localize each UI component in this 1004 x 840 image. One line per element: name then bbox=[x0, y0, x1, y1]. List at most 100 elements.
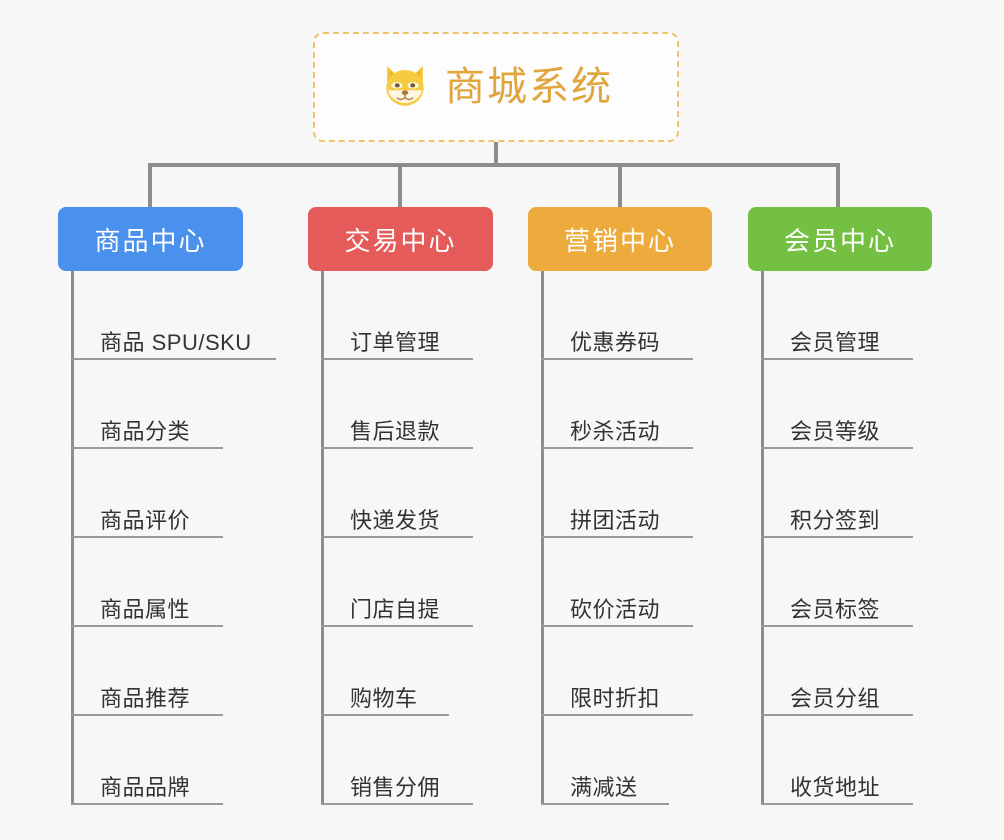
root-node-mall-system[interactable]: 商城系统 bbox=[313, 32, 679, 142]
connector-root-stem bbox=[494, 142, 498, 166]
branch-column-member-center: 会员中心 会员管理 会员等级 积分签到 会员标签 会员分组 bbox=[748, 207, 968, 805]
leaf-label: 限时折扣 bbox=[570, 686, 661, 711]
leaf-rule bbox=[71, 625, 223, 627]
leaf-label: 商品评价 bbox=[100, 508, 191, 533]
leaf-rule bbox=[761, 447, 913, 449]
leaf-label: 门店自提 bbox=[350, 597, 441, 622]
leaf-label: 商品 SPU/SKU bbox=[100, 330, 252, 355]
leaf-label: 秒杀活动 bbox=[570, 419, 661, 444]
leaf-item[interactable]: 优惠券码 bbox=[528, 271, 748, 360]
leaf-rule bbox=[541, 803, 669, 805]
category-label: 交易中心 bbox=[344, 225, 457, 256]
leaf-item[interactable]: 商品评价 bbox=[58, 449, 278, 538]
leaf-item[interactable]: 商品属性 bbox=[58, 538, 278, 627]
leaf-list-marketing-center: 优惠券码 秒杀活动 拼团活动 砍价活动 限时折扣 满减送 bbox=[528, 271, 748, 805]
leaf-label: 会员等级 bbox=[790, 419, 881, 444]
category-label: 商品中心 bbox=[94, 225, 207, 256]
branch-column-product-center: 商品中心 商品 SPU/SKU 商品分类 商品评价 商品属性 商品推荐 bbox=[58, 207, 278, 805]
leaf-label: 商品分类 bbox=[100, 419, 191, 444]
leaf-rule bbox=[321, 536, 473, 538]
leaf-item[interactable]: 积分签到 bbox=[748, 449, 968, 538]
leaf-item[interactable]: 商品推荐 bbox=[58, 627, 278, 716]
leaf-item[interactable]: 售后退款 bbox=[308, 360, 528, 449]
leaf-rule bbox=[761, 358, 913, 360]
leaf-label: 快递发货 bbox=[350, 508, 441, 533]
leaf-item[interactable]: 商品分类 bbox=[58, 360, 278, 449]
category-box-product-center[interactable]: 商品中心 bbox=[58, 207, 243, 271]
leaf-rule bbox=[541, 447, 693, 449]
root-title: 商城系统 bbox=[445, 65, 613, 109]
leaf-label: 商品属性 bbox=[100, 597, 191, 622]
leaf-rule bbox=[71, 803, 223, 805]
leaf-item[interactable]: 商品 SPU/SKU bbox=[58, 271, 278, 360]
leaf-label: 会员标签 bbox=[790, 597, 881, 622]
leaf-rule bbox=[761, 536, 913, 538]
leaf-rule bbox=[541, 358, 693, 360]
leaf-item[interactable]: 会员分组 bbox=[748, 627, 968, 716]
leaf-item[interactable]: 砍价活动 bbox=[528, 538, 748, 627]
leaf-item[interactable]: 快递发货 bbox=[308, 449, 528, 538]
leaf-rule bbox=[71, 536, 223, 538]
branch-column-marketing-center: 营销中心 优惠券码 秒杀活动 拼团活动 砍价活动 限时折扣 bbox=[528, 207, 748, 805]
category-label: 会员中心 bbox=[783, 225, 896, 256]
leaf-label: 积分签到 bbox=[790, 508, 881, 533]
leaf-label: 购物车 bbox=[350, 686, 418, 711]
leaf-list-trade-center: 订单管理 售后退款 快递发货 门店自提 购物车 销售分佣 bbox=[308, 271, 528, 805]
leaf-label: 商品推荐 bbox=[100, 686, 191, 711]
leaf-list-product-center: 商品 SPU/SKU 商品分类 商品评价 商品属性 商品推荐 商品品牌 bbox=[58, 271, 278, 805]
leaf-label: 满减送 bbox=[570, 775, 638, 800]
leaf-spine bbox=[71, 271, 74, 805]
leaf-label: 售后退款 bbox=[350, 419, 441, 444]
leaf-item[interactable]: 秒杀活动 bbox=[528, 360, 748, 449]
connector-drop-marketing-center bbox=[618, 163, 622, 209]
connector-drop-member-center bbox=[836, 163, 840, 209]
leaf-item[interactable]: 会员标签 bbox=[748, 538, 968, 627]
leaf-label: 商品品牌 bbox=[100, 775, 191, 800]
category-box-marketing-center[interactable]: 营销中心 bbox=[528, 207, 712, 271]
leaf-label: 订单管理 bbox=[350, 330, 441, 355]
category-box-member-center[interactable]: 会员中心 bbox=[748, 207, 932, 271]
connector-drop-trade-center bbox=[398, 163, 402, 209]
leaf-rule bbox=[541, 536, 693, 538]
leaf-item[interactable]: 购物车 bbox=[308, 627, 528, 716]
leaf-item[interactable]: 会员等级 bbox=[748, 360, 968, 449]
branch-column-trade-center: 交易中心 订单管理 售后退款 快递发货 门店自提 购物车 bbox=[308, 207, 528, 805]
leaf-item[interactable]: 限时折扣 bbox=[528, 627, 748, 716]
leaf-spine bbox=[541, 271, 544, 805]
leaf-rule bbox=[321, 447, 473, 449]
leaf-rule bbox=[541, 714, 693, 716]
leaf-item[interactable]: 收货地址 bbox=[748, 716, 968, 805]
leaf-rule bbox=[71, 358, 276, 360]
leaf-rule bbox=[761, 625, 913, 627]
connector-horizontal-bus bbox=[148, 163, 839, 167]
leaf-item[interactable]: 门店自提 bbox=[308, 538, 528, 627]
leaf-label: 会员分组 bbox=[790, 686, 881, 711]
leaf-rule bbox=[71, 714, 223, 716]
connector-drop-product-center bbox=[148, 163, 152, 209]
leaf-spine bbox=[321, 271, 324, 805]
leaf-rule bbox=[71, 447, 223, 449]
category-box-trade-center[interactable]: 交易中心 bbox=[308, 207, 493, 271]
leaf-rule bbox=[541, 625, 693, 627]
leaf-label: 优惠券码 bbox=[570, 330, 661, 355]
leaf-item[interactable]: 会员管理 bbox=[748, 271, 968, 360]
leaf-label: 会员管理 bbox=[790, 330, 881, 355]
leaf-list-member-center: 会员管理 会员等级 积分签到 会员标签 会员分组 收货地址 bbox=[748, 271, 968, 805]
leaf-label: 拼团活动 bbox=[570, 508, 661, 533]
leaf-rule bbox=[321, 625, 473, 627]
leaf-rule bbox=[761, 803, 913, 805]
leaf-rule bbox=[761, 714, 913, 716]
leaf-rule bbox=[321, 803, 473, 805]
leaf-item[interactable]: 拼团活动 bbox=[528, 449, 748, 538]
leaf-item[interactable]: 销售分佣 bbox=[308, 716, 528, 805]
leaf-rule bbox=[321, 714, 449, 716]
leaf-item[interactable]: 订单管理 bbox=[308, 271, 528, 360]
leaf-item[interactable]: 商品品牌 bbox=[58, 716, 278, 805]
leaf-label: 销售分佣 bbox=[350, 775, 441, 800]
leaf-rule bbox=[321, 358, 473, 360]
leaf-label: 收货地址 bbox=[790, 775, 881, 800]
leaf-spine bbox=[761, 271, 764, 805]
category-label: 营销中心 bbox=[563, 225, 676, 256]
leaf-item[interactable]: 满减送 bbox=[528, 716, 748, 805]
